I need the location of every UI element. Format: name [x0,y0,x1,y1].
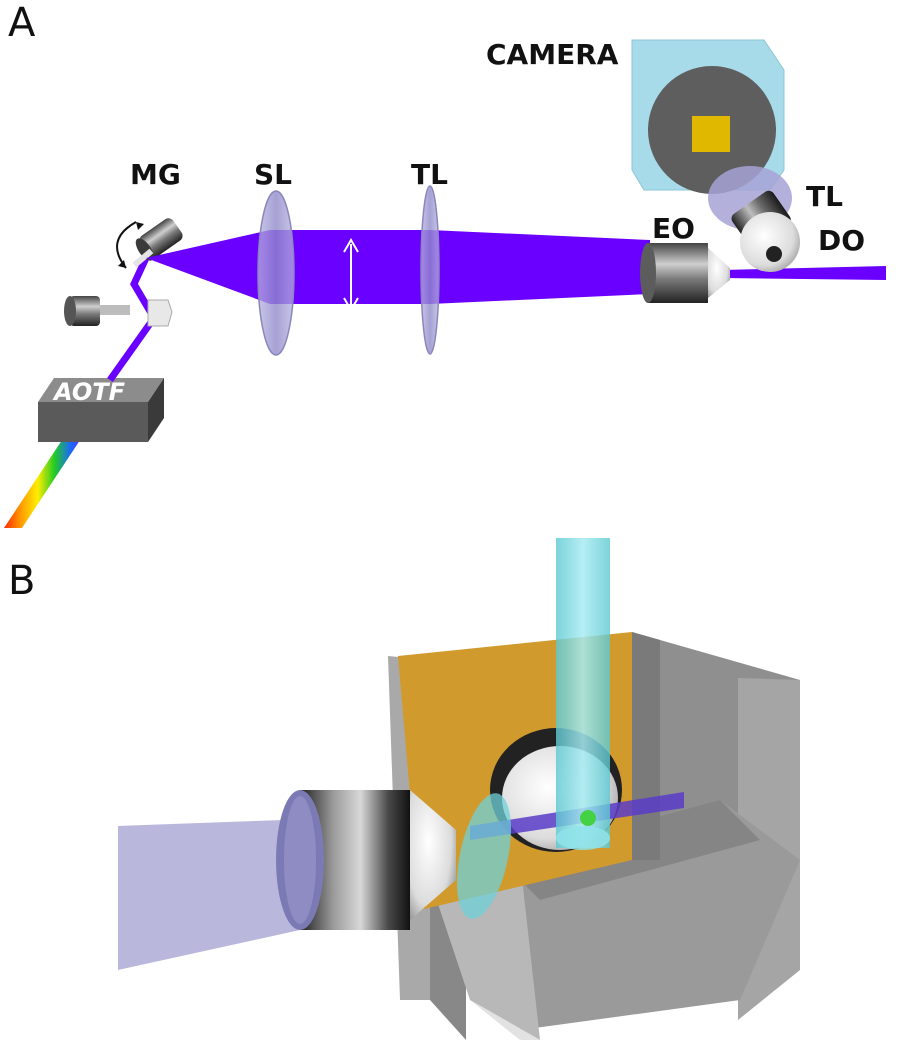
camera-sensor [692,116,730,152]
mirror-mount [64,296,173,327]
label-tl-excitation: TL [411,158,448,191]
label-eo: EO [652,212,695,245]
aotf-output-beam [107,256,159,383]
input-fiber [4,428,88,528]
excitation-window [457,793,511,919]
excitation-objective [640,243,730,303]
galvo-mirror [132,218,183,268]
excitation-cone [118,820,300,970]
detection-beam [556,538,610,848]
scan-arrow-icon [343,238,359,312]
label-aotf: AOTF [52,378,126,406]
galvo-rotation-arrowhead-top [136,222,144,230]
galvo-rotation-icon [116,221,137,269]
chamber-excitation-objective [276,790,456,930]
detection-beam-end [556,826,610,850]
tube-lens-excitation [420,185,440,355]
label-tl-detection: TL [806,180,843,213]
label-sl: SL [254,158,292,191]
panel-b-letter: B [8,558,35,604]
panel-a-letter: A [8,0,36,46]
aotf-block: AOTF [38,378,164,442]
chamber-inner-wall [632,632,660,860]
camera [631,39,785,194]
label-do: DO [818,224,865,257]
label-camera: CAMERA [486,38,619,71]
sample-fluorescence [580,810,596,826]
galvo-rotation-arrowhead-bottom [118,260,126,268]
scan-lens [257,190,295,356]
detection-objective [731,190,800,272]
label-mg: MG [130,158,181,191]
